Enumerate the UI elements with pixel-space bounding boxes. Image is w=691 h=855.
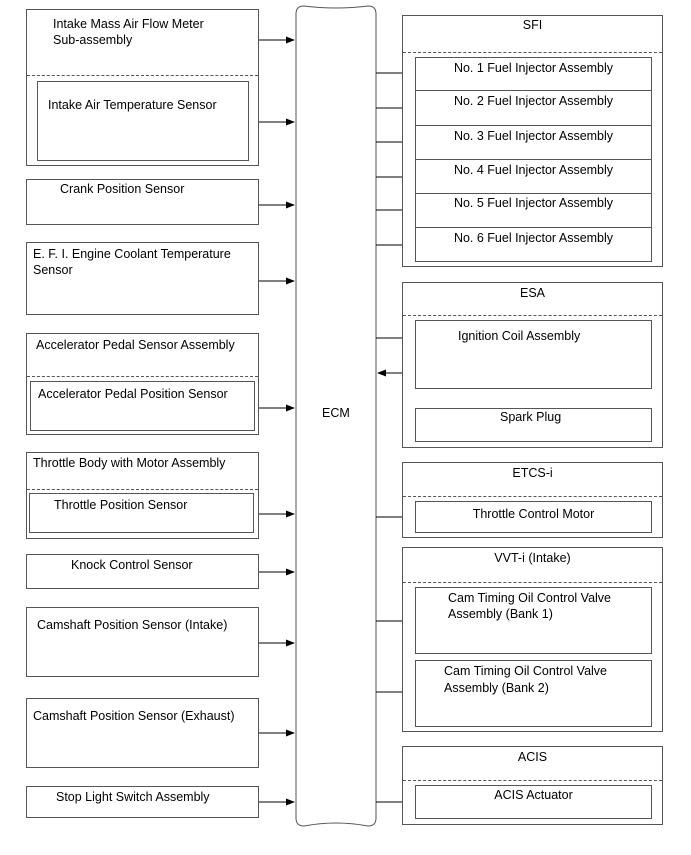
intake-air-temp-label: Intake Air Temperature Sensor bbox=[48, 98, 217, 112]
throttle-position-sensor-box bbox=[29, 493, 254, 533]
accel-pedal-position-label: Accelerator Pedal Position Sensor bbox=[38, 387, 228, 401]
ocv-bank1-box bbox=[415, 587, 652, 654]
esa-title: ESA bbox=[519, 286, 545, 300]
accel-pedal-assembly-label: Accelerator Pedal Sensor Assembly bbox=[36, 338, 235, 352]
injector-1-label: No. 1 Fuel Injector Assembly bbox=[453, 61, 614, 75]
coolant-label-1: E. F. I. Engine Coolant Temperature bbox=[33, 247, 231, 261]
injector-5-label: No. 5 Fuel Injector Assembly bbox=[453, 196, 614, 210]
maf-label-2: Sub-assembly bbox=[53, 33, 133, 47]
injector-2-label: No. 2 Fuel Injector Assembly bbox=[453, 94, 614, 108]
spark-plug-label: Spark Plug bbox=[500, 410, 562, 424]
acis-title: ACIS bbox=[517, 750, 548, 764]
ocv-bank2-box bbox=[415, 660, 652, 727]
injector-row-divider bbox=[415, 159, 652, 160]
cam-exhaust-label: Camshaft Position Sensor (Exhaust) bbox=[33, 709, 235, 723]
maf-label-1: Intake Mass Air Flow Meter bbox=[53, 17, 204, 31]
sfi-divider bbox=[403, 52, 662, 53]
vvti-title: VVT-i (Intake) bbox=[494, 551, 571, 565]
throttle-control-motor-label: Throttle Control Motor bbox=[472, 507, 595, 521]
spark-plug-box bbox=[415, 408, 652, 442]
cam-intake-sensor-box bbox=[26, 607, 259, 677]
coolant-sensor-box bbox=[26, 242, 259, 315]
cam-intake-label: Camshaft Position Sensor (Intake) bbox=[37, 618, 228, 632]
etcs-title: ETCS-i bbox=[512, 466, 553, 480]
injector-3-label: No. 3 Fuel Injector Assembly bbox=[453, 129, 614, 143]
injector-row-divider bbox=[415, 227, 652, 228]
accel-divider bbox=[27, 376, 258, 377]
throttle-position-label: Throttle Position Sensor bbox=[54, 498, 188, 512]
sfi-title: SFI bbox=[522, 18, 543, 32]
accel-pedal-position-sensor-box bbox=[30, 381, 255, 431]
cam-exhaust-sensor-box bbox=[26, 698, 259, 768]
ocv-bank2-label-2: Assembly (Bank 2) bbox=[444, 681, 549, 695]
ocv-bank1-label-1: Cam Timing Oil Control Valve bbox=[448, 591, 612, 605]
ignition-coil-box bbox=[415, 320, 652, 389]
acis-divider bbox=[403, 780, 662, 781]
throttle-body-label: Throttle Body with Motor Assembly bbox=[33, 456, 226, 470]
knock-sensor-label: Knock Control Sensor bbox=[71, 558, 193, 572]
stop-light-switch-box bbox=[26, 786, 259, 818]
crank-sensor-box bbox=[26, 179, 259, 225]
vvti-divider bbox=[403, 582, 662, 583]
esa-divider bbox=[403, 315, 662, 316]
intake-air-temp-sensor-box bbox=[37, 81, 249, 161]
injector-row-divider bbox=[415, 193, 652, 194]
acis-actuator-label: ACIS Actuator bbox=[494, 788, 573, 802]
ignition-coil-label: Ignition Coil Assembly bbox=[458, 329, 581, 343]
ocv-bank2-label-1: Cam Timing Oil Control Valve bbox=[444, 664, 608, 678]
etcs-divider bbox=[403, 496, 662, 497]
injector-row-divider bbox=[415, 90, 652, 91]
crank-sensor-label: Crank Position Sensor bbox=[60, 182, 185, 196]
maf-divider bbox=[27, 75, 258, 76]
injector-row-divider bbox=[415, 125, 652, 126]
stop-light-label: Stop Light Switch Assembly bbox=[56, 790, 210, 804]
acis-actuator-box bbox=[415, 785, 652, 819]
throttle-divider bbox=[27, 489, 258, 490]
injector-4-label: No. 4 Fuel Injector Assembly bbox=[453, 163, 614, 177]
ocv-bank1-label-2: Assembly (Bank 1) bbox=[448, 607, 553, 621]
knock-sensor-box bbox=[26, 554, 259, 589]
ecm-label: ECM bbox=[322, 406, 350, 420]
coolant-label-2: Sensor bbox=[33, 263, 73, 277]
ecm-block bbox=[295, 5, 377, 827]
injector-6-label: No. 6 Fuel Injector Assembly bbox=[453, 231, 614, 245]
throttle-control-motor-box bbox=[415, 501, 652, 533]
